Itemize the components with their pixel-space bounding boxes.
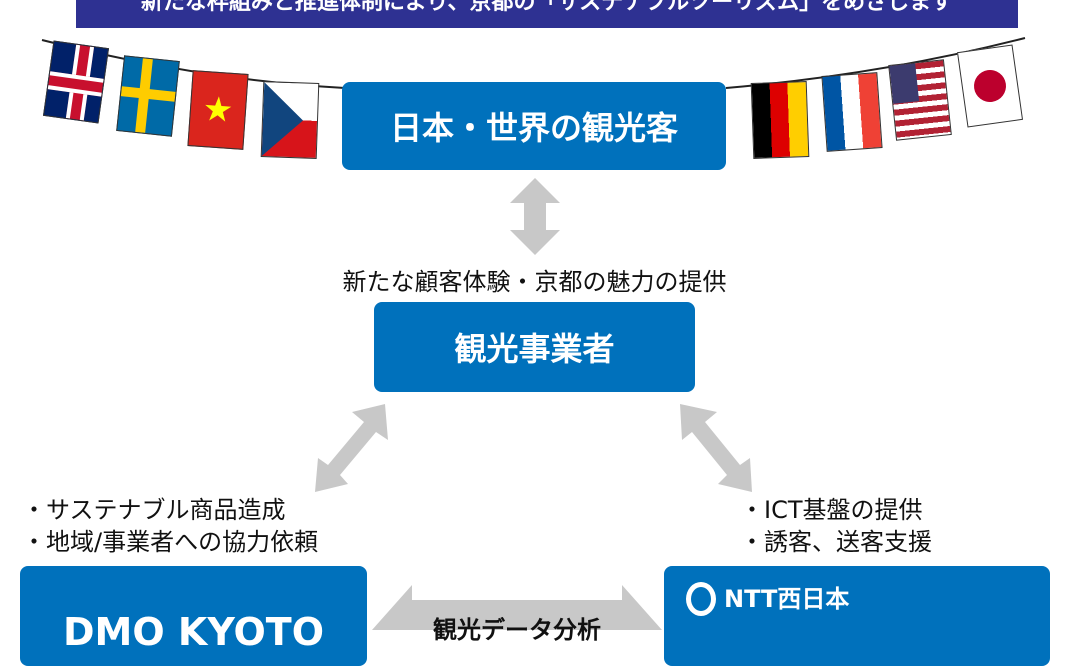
arrow-tourists-businesses: [510, 178, 560, 255]
flag-germany-icon: [750, 81, 810, 159]
node-dmo-kyoto: DMO KYOTO: [20, 566, 367, 666]
arrow-dmo-ntt: [372, 585, 662, 630]
flag-france-icon: [821, 72, 883, 152]
label-tourist-link: 新たな顧客体験・京都の魅力の提供: [342, 268, 727, 296]
ntt-role: ・誘客、送客支援: [740, 528, 932, 556]
flag-usa-icon: [888, 59, 952, 141]
arrow-businesses-ntt: [680, 404, 752, 492]
node-tourists: 日本・世界の観光客: [342, 82, 726, 170]
node-businesses: 観光事業者: [374, 302, 695, 392]
dmo-roles: ・サステナブル商品造成 ・地域/事業者への協力依頼: [22, 494, 318, 558]
headline-banner: 新たな枠組みと推進体制により、京都の「サステナブルツーリズム」をめざします: [76, 0, 1018, 28]
ntt-role: ・ICT基盤の提供: [740, 496, 923, 524]
ntt-roles: ・ICT基盤の提供 ・誘客、送客支援: [740, 494, 932, 558]
ntt-name: NTT西日本: [724, 585, 850, 613]
flag-uk-icon: [42, 40, 110, 124]
flag-japan-icon: [956, 44, 1024, 128]
ntt-logo-icon: [686, 582, 716, 616]
arrow-businesses-dmo: [315, 404, 388, 492]
dmo-role: ・地域/事業者への協力依頼: [22, 528, 319, 556]
node-ntt-west: NTT西日本: [664, 566, 1050, 666]
flag-sweden-icon: [116, 55, 180, 137]
flag-vietnam-icon: ★: [187, 70, 249, 150]
label-data-link: 観光データ分析: [433, 616, 601, 644]
dmo-role: ・サステナブル商品造成: [22, 496, 286, 524]
flag-czech-icon: [260, 81, 320, 159]
